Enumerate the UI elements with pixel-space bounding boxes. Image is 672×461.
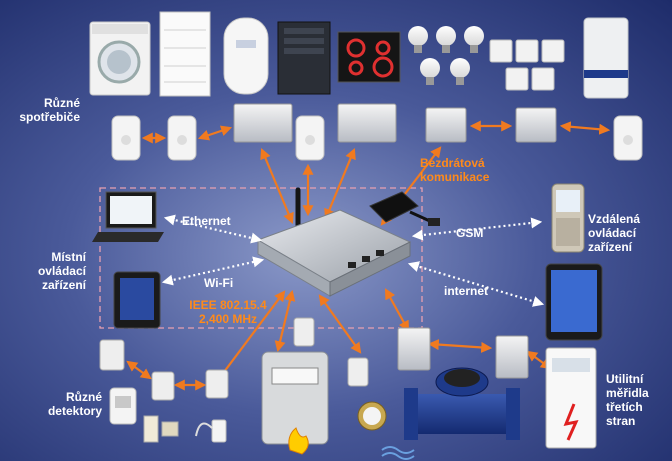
smart-plug-icon [295,115,325,161]
label-line: zařízení [588,240,633,254]
laptop-icon [92,191,164,242]
tablet-icon [545,263,603,341]
label-ieee: IEEE 802.15.4 2,400 MHz [176,298,280,326]
boiler-icon [583,17,629,99]
sensor-icon [151,371,175,401]
label-appliances: Různé spotřebiče [8,96,80,124]
label-line: 2,400 MHz [198,312,258,326]
din-module-icon [397,327,431,371]
ip-links [161,214,545,307]
handheld-controller-icon [113,271,161,329]
electricity-meter-icon [545,347,597,449]
label-gsm: GSM [456,226,484,240]
label-line: ovládací [37,264,86,278]
label-line: detektory [47,404,102,418]
induction-hob-icon [337,31,401,83]
label-line: Utilitní [606,372,644,386]
water-heater-icon [223,17,269,95]
label-utility-meters: Utilitní měřidla třetích stran [606,372,670,428]
label-line: komunikace [420,170,490,184]
label-detectors: Různé detektory [6,390,102,418]
water-leak-sensor-icon [195,419,227,443]
water-meter-small-icon [357,401,387,431]
gateway-device-icon [256,187,412,297]
label-line: Různé [44,96,80,110]
label-line: Místní [51,250,86,264]
label-line: IEEE 802.15.4 [189,298,267,312]
wall-sockets-icon [489,39,565,91]
label-line: spotřebiče [19,110,80,124]
label-remote-controls: Vzdálená ovládací zařízení [588,212,668,254]
label-line: Bezdrátová [420,156,485,170]
light-bulbs-icon [408,26,484,85]
water-meter-large-icon [404,367,520,440]
refrigerator-icon [159,11,211,97]
computer-tower-icon [277,21,331,95]
sensor-icon [347,357,369,387]
sensor-icon [205,369,229,399]
din-module-icon [515,107,557,143]
label-wireless: Bezdrátová komunikace [420,156,530,184]
sensor-icon [99,339,125,371]
label-line: zařízení [41,278,86,292]
smart-plug-icon [111,115,141,161]
label-line: třetích [606,400,643,414]
din-module-icon [337,103,397,143]
label-local-controls: Místní ovládací zařízení [6,250,86,292]
din-module-icon [425,107,467,143]
label-internet: internet [444,284,489,298]
label-line: Různé [66,390,102,404]
label-line: ovládací [588,226,637,240]
label-line: měřidla [606,386,649,400]
label-line: Vzdálená [588,212,641,226]
washing-machine-icon [89,21,151,96]
smart-plug-icon [167,115,197,161]
label-wifi: Wi-Fi [204,276,234,290]
door-contact-icon [143,415,179,443]
din-module-icon [233,103,293,143]
gsm-modem-icon [369,191,440,226]
smart-plug-icon [613,115,643,161]
water-waves-icon [381,446,415,460]
label-ethernet: Ethernet [182,214,231,228]
motion-detector-icon [109,387,137,425]
din-module-icon [495,335,529,379]
label-line: stran [606,414,636,428]
sensor-icon [293,317,315,347]
gas-meter-icon [261,351,329,455]
mobile-phone-icon [551,183,585,253]
